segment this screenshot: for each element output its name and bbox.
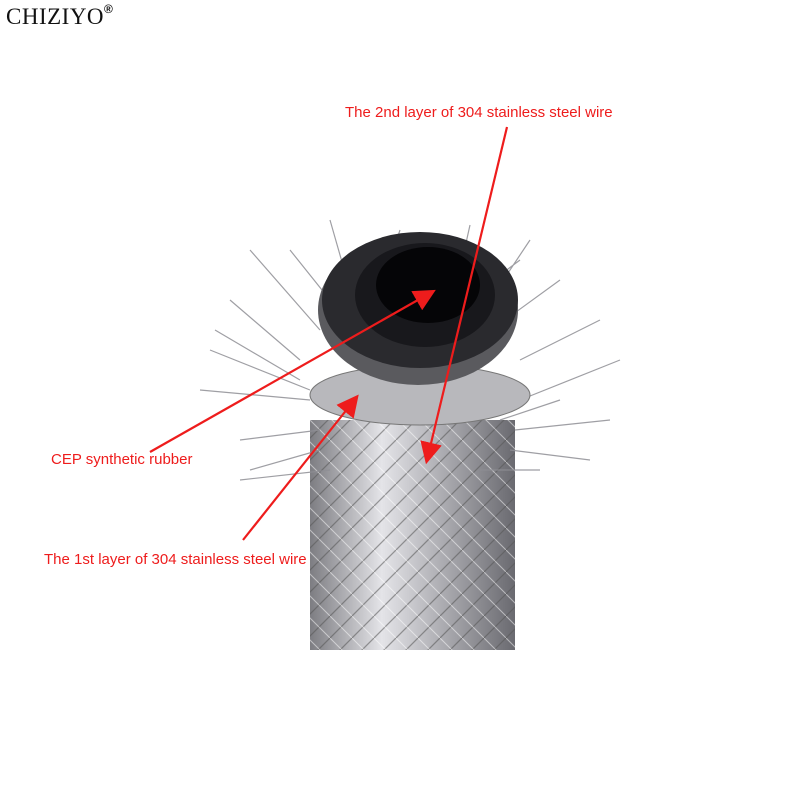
- label-first-layer: The 1st layer of 304 stainless steel wir…: [44, 551, 307, 568]
- label-rubber: CEP synthetic rubber: [51, 451, 193, 468]
- brand-logo: CHIZIYO®: [6, 2, 114, 30]
- label-second-layer: The 2nd layer of 304 stainless steel wir…: [345, 104, 613, 121]
- registered-mark: ®: [104, 2, 114, 16]
- annotation-arrows: [149, 126, 509, 541]
- braided-hose: [199, 219, 621, 650]
- brand-name: CHIZIYO: [6, 4, 105, 29]
